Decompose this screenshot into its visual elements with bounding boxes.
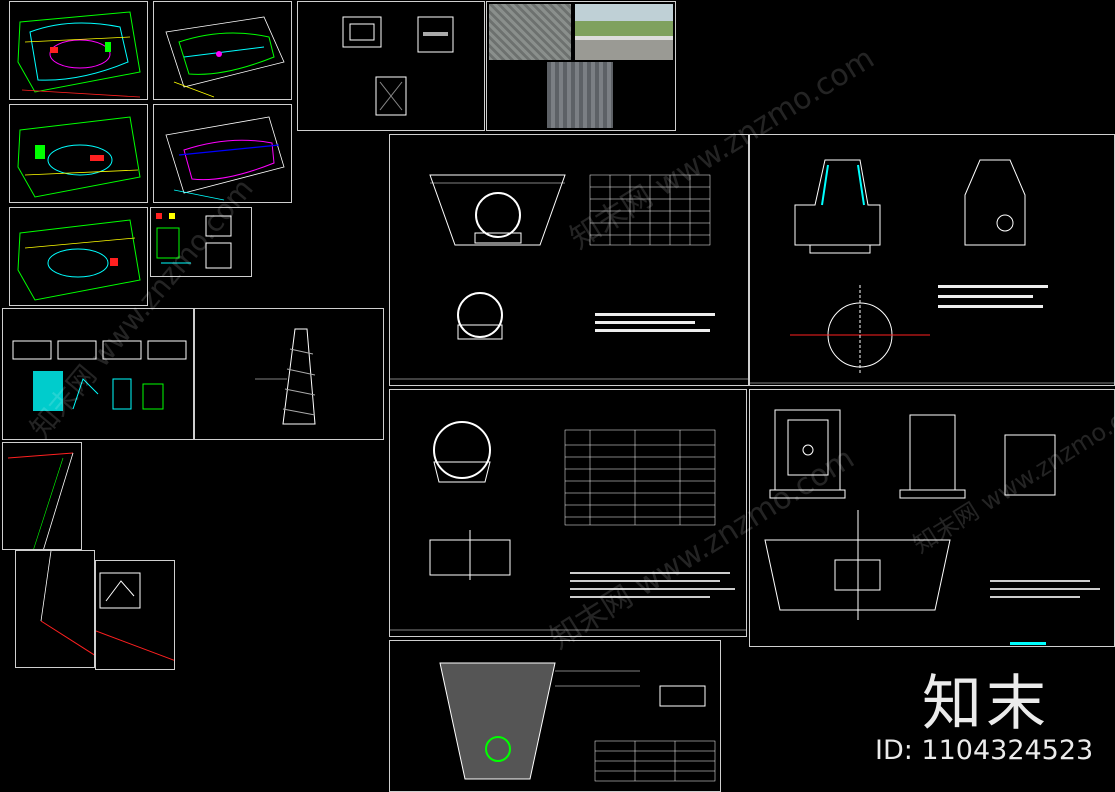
manhole-detail-drawing — [342, 16, 454, 116]
pipe-trench-drawing — [390, 174, 748, 380]
site-plan-sheet-1[interactable] — [9, 1, 148, 100]
site-plan-sheet-5[interactable] — [9, 207, 148, 306]
hdpe-section-drawing — [439, 662, 716, 782]
pavement-structure-drawing — [12, 340, 187, 411]
inspection-well-drawing — [750, 159, 1114, 384]
site-plan-drawing — [165, 116, 285, 201]
watermark-brand: 知末 — [922, 669, 1050, 739]
pipe-trench-sheet[interactable] — [389, 134, 749, 386]
rainwater-well-drawing — [764, 409, 1100, 645]
inspection-well-sheet[interactable] — [749, 134, 1115, 386]
paving-photo-1 — [489, 4, 571, 60]
pipe-foundation-sheet[interactable] — [389, 389, 747, 637]
paving-photo-2 — [547, 62, 613, 128]
road-profile-drawing — [7, 452, 74, 549]
guardrail-photo — [575, 4, 673, 60]
detail-symbols-sheet[interactable] — [150, 207, 252, 277]
site-plan-sheet-4[interactable] — [153, 104, 292, 203]
retaining-wall-sheet[interactable] — [194, 308, 384, 440]
photo-sheet[interactable] — [486, 1, 676, 131]
road-plan-sheet[interactable] — [95, 560, 175, 670]
site-plan-sheet-3[interactable] — [9, 104, 148, 203]
road-detail-drawing — [40, 551, 94, 656]
retaining-wall-drawing — [255, 328, 316, 425]
hdpe-section-sheet[interactable] — [389, 640, 721, 792]
watermark-id: ID: 1104324523 — [875, 735, 1094, 766]
site-plan-drawing — [17, 116, 141, 198]
site-plan-drawing — [165, 16, 285, 98]
pipe-spec-table — [589, 174, 711, 246]
road-plan-drawing — [96, 572, 174, 661]
pavement-structure-sheet[interactable] — [2, 308, 194, 440]
site-plan-drawing — [17, 11, 141, 98]
symbol-details — [156, 213, 232, 269]
road-detail-sheet[interactable] — [15, 550, 95, 668]
foundation-spec-table — [564, 429, 716, 526]
site-plan-drawing — [17, 219, 141, 301]
pipe-foundation-drawing — [390, 421, 746, 631]
manhole-detail-sheet[interactable] — [297, 1, 485, 131]
road-profile-sheet[interactable] — [2, 442, 82, 550]
site-plan-sheet-2[interactable] — [153, 1, 292, 100]
